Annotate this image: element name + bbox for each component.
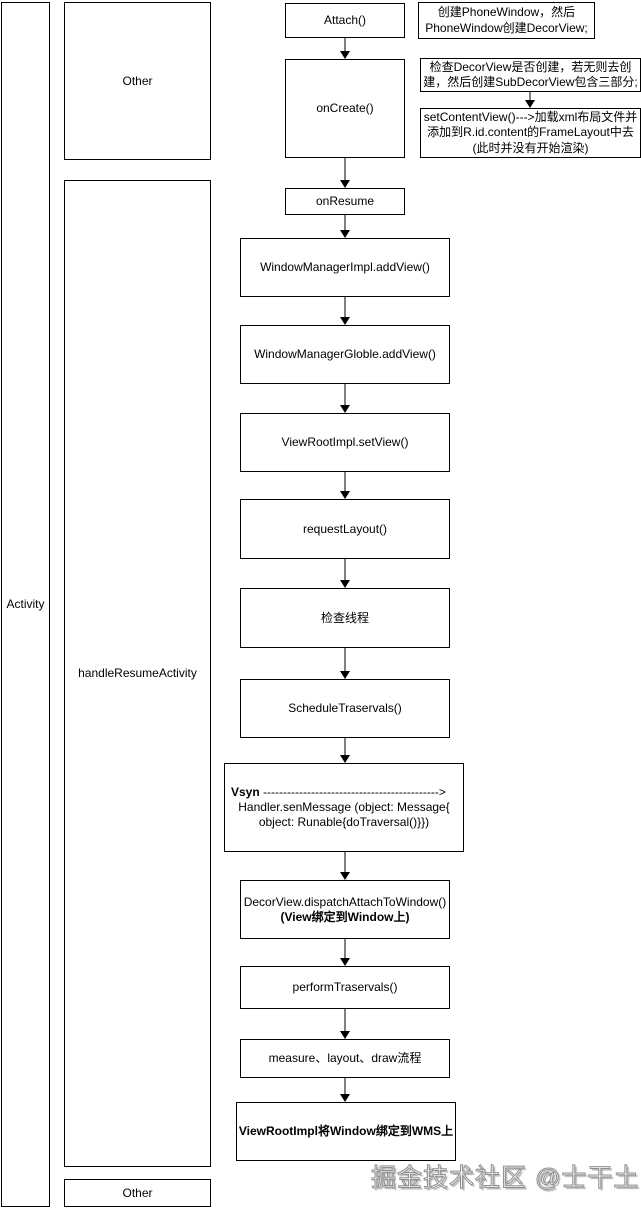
arrow-shaft [344, 1009, 346, 1034]
windowmanagerimpl-addview-label: WindowManagerImpl.addView() [260, 260, 430, 274]
windowmanagerimpl-addview-node: WindowManagerImpl.addView() [240, 238, 450, 297]
check-thread-label: 检查线程 [320, 610, 369, 625]
arrow-schedule-to-vsyn [339, 738, 351, 763]
handle-resume-activity-label: handleResumeActivity [78, 666, 197, 680]
annotation-check-decorview: 检查DecorView是否创建，若无则去创 建，然后创建SubDecorView… [420, 58, 641, 92]
decorview-dispatchattach-label: DecorView.dispatchAttachToWindow() [243, 894, 447, 909]
arrow-decorview-to-perform [339, 939, 351, 966]
other-bottom-box: Other [64, 1179, 211, 1207]
scheduletraservals-node: ScheduleTraservals() [240, 679, 450, 738]
arrow-shaft [344, 158, 346, 183]
arrow-wmgloble-to-setview [339, 384, 351, 413]
annotation-create-phonewindow-line2: PhoneWindow创建DecorView; [425, 20, 588, 35]
annotation-setcontentview-line1: setContentView()--->加载xml布局文件并 [423, 109, 638, 124]
vsyn-dashed-arrow-line: Vsyn -----------------------------------… [231, 785, 457, 800]
arrow-setview-to-requestlayout [339, 472, 351, 499]
oncreate-node: onCreate() [285, 59, 405, 158]
vsyn-label: Vsyn [231, 785, 260, 799]
arrow-shaft [344, 1078, 346, 1097]
oncreate-label: onCreate() [316, 101, 374, 115]
measure-layout-draw-label: measure、layout、draw流程 [268, 1051, 422, 1065]
annotation-check-decorview-line1: 检查DecorView是否创建，若无则去创 [429, 59, 632, 74]
scheduletraservals-label: ScheduleTraservals() [288, 701, 402, 715]
other-top-label: Other [122, 73, 153, 88]
measure-layout-draw-node: measure、layout、draw流程 [240, 1039, 450, 1078]
annotation-setcontentview: setContentView()--->加载xml布局文件并 添加到R.id.c… [420, 108, 641, 158]
arrow-shaft [529, 92, 531, 103]
handle-resume-activity-box: handleResumeActivity [64, 180, 211, 1167]
arrow-attach-to-oncreate [339, 38, 351, 59]
viewrootimpl-setview-node: ViewRootImpl.setView() [240, 413, 450, 472]
juejin-watermark: 掘金技术社区 @士干土 [370, 1164, 640, 1193]
arrow-measure-to-bindwms [339, 1078, 351, 1102]
arrow-shaft [344, 648, 346, 674]
arrow-checkdecorview-to-setcontentview [524, 92, 536, 108]
other-top-box: Other [64, 2, 211, 160]
arrow-vsyn-to-decorview [339, 852, 351, 880]
other-bottom-label: Other [122, 1185, 153, 1200]
arrow-shaft [344, 38, 346, 54]
vsyn-handler-line3: object: Runable{doTraversal()}}) [258, 815, 430, 829]
activity-lane-label: Activity [6, 597, 45, 611]
arrow-shaft [344, 939, 346, 961]
windowmanagergloble-addview-label: WindowManagerGloble.addView() [254, 347, 436, 361]
annotation-create-phonewindow: 创建PhoneWindow，然后 PhoneWindow创建DecorView; [418, 2, 595, 39]
vsyn-handler-line2: Handler.senMessage (object: Message{ [238, 800, 450, 814]
viewrootimpl-bind-wms-node: ViewRootImpl将Window绑定到WMS上 [236, 1102, 456, 1161]
onresume-node: onResume [285, 188, 405, 215]
arrow-shaft [344, 472, 346, 494]
performtraservals-label: performTraservals() [292, 980, 398, 994]
check-thread-node: 检查线程 [240, 588, 450, 648]
attach-label: Attach() [323, 13, 366, 27]
arrow-requestlayout-to-checkthread [339, 559, 351, 588]
viewrootimpl-bind-wms-label: ViewRootImpl将Window绑定到WMS上 [238, 1124, 454, 1138]
requestlayout-node: requestLayout() [240, 499, 450, 559]
arrow-shaft [344, 559, 346, 583]
annotation-create-phonewindow-line1: 创建PhoneWindow，然后 [437, 5, 576, 19]
annotation-setcontentview-line3: (此时并没有开始渲染) [472, 140, 589, 155]
activity-lane-box: Activity [1, 2, 50, 1207]
arrow-shaft [344, 852, 346, 875]
decorview-dispatchattach-node: DecorView.dispatchAttachToWindow() (View… [240, 880, 450, 939]
viewrootimpl-setview-label: ViewRootImpl.setView() [281, 435, 409, 449]
vsyn-dashed-arrow: ----------------------------------------… [263, 785, 446, 799]
arrow-perform-to-measure [339, 1009, 351, 1039]
performtraservals-node: performTraservals() [240, 966, 450, 1009]
arrow-onresume-to-wmimpl [339, 215, 351, 238]
arrow-checkthread-to-schedule [339, 648, 351, 679]
annotation-check-decorview-line2: 建，然后创建SubDecorView包含三部分; [423, 75, 638, 89]
annotation-setcontentview-line2: 添加到R.id.content的FrameLayout中去 [427, 125, 634, 140]
windowmanagergloble-addview-node: WindowManagerGloble.addView() [240, 325, 450, 384]
attach-node: Attach() [285, 3, 405, 38]
onresume-label: onResume [315, 194, 375, 208]
arrow-shaft [344, 738, 346, 758]
arrow-oncreate-to-onresume [339, 158, 351, 188]
arrow-wmimpl-to-wmgloble [339, 297, 351, 325]
arrow-shaft [344, 215, 346, 233]
arrow-shaft [344, 384, 346, 408]
requestlayout-label: requestLayout() [302, 521, 388, 536]
vsyn-handler-node: Vsyn -----------------------------------… [224, 763, 464, 852]
arrow-shaft [344, 297, 346, 320]
view-bind-window-label: (View绑定到Window上) [280, 909, 410, 924]
